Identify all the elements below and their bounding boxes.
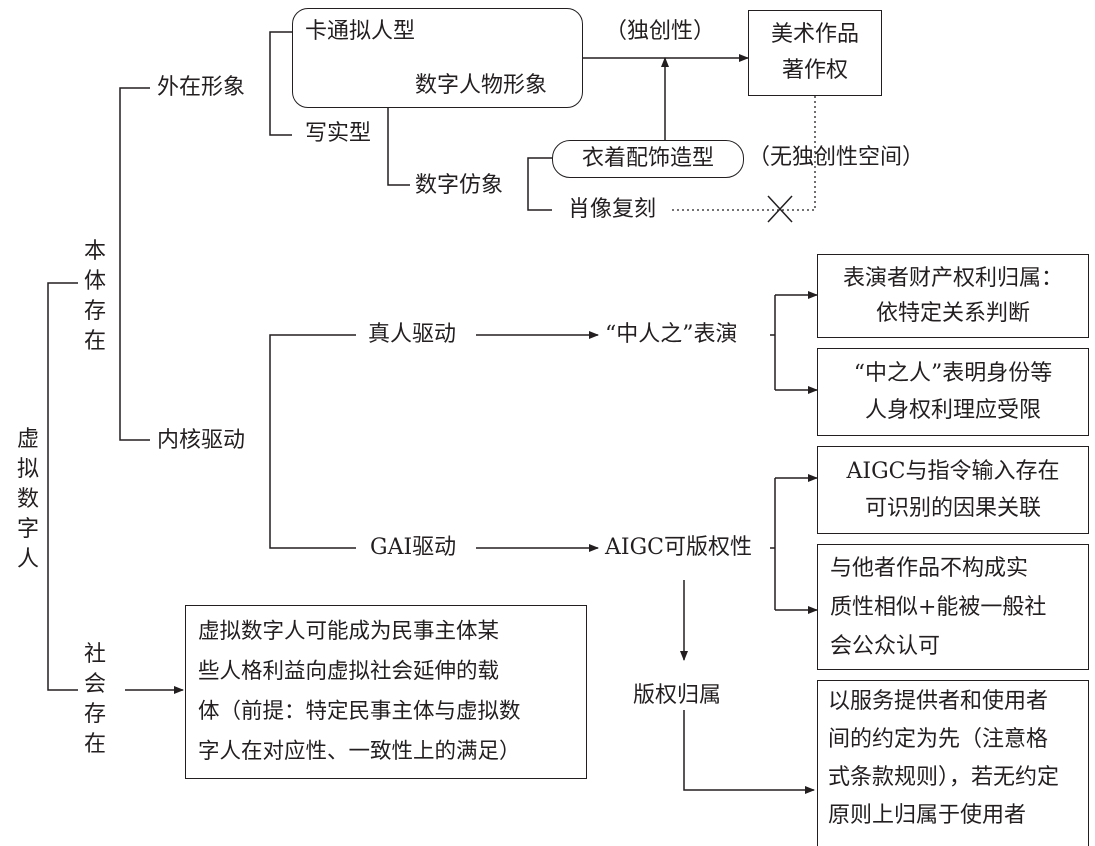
digital-imitation-label: 数字仿象: [415, 173, 504, 198]
ownership-detail-arrow: [683, 710, 815, 794]
ownership-detail-line-2: 间的约定为先（注意格: [828, 727, 1049, 752]
root-label: 虚拟数字人: [16, 427, 39, 572]
aigc-label: AIGC可版权性: [605, 535, 752, 560]
human-drive-label: 真人驱动: [368, 322, 457, 347]
cartoon-label: 卡通拟人型: [305, 19, 416, 44]
social-detail-box: 虚拟数字人可能成为民事主体某 些人格利益向虚拟社会延伸的载 体（前提：特定民事主…: [185, 605, 587, 779]
performer-fork: [770, 295, 776, 390]
social-detail-line-2: 些人格利益向虚拟社会延伸的载: [198, 659, 500, 684]
social-detail-line-4: 字人在对应性、一致性上的满足）: [198, 739, 521, 764]
perf-rights-box-1: 表演者财产权利归属： 依特定关系判断: [817, 254, 1089, 338]
art-copyright-box: 美术作品 著作权: [748, 10, 882, 96]
social-detail-line-3: 体（前提：特定民事主体与虚拟数: [198, 699, 521, 724]
ownership-label: 版权归属: [633, 683, 722, 708]
perf-rights-2-line-1: “中之人”表明身份等: [853, 361, 1053, 386]
clothing-label: 衣着配饰造型: [581, 146, 714, 171]
originality-label: （独创性）: [605, 19, 716, 44]
perf-rights-box-2: “中之人”表明身份等 人身权利理应受限: [817, 348, 1089, 436]
ownership-detail-line-4: 原则上归属于使用者: [828, 803, 1027, 828]
digital-character-label: 数字人物形象: [415, 73, 548, 98]
ownership-detail-box: 以服务提供者和使用者 间的约定为先（注意格 式条款规则），若无约定 原则上归属于…: [817, 680, 1089, 846]
aigc-cond-1-line-2: 可识别的因果关联: [864, 496, 1041, 521]
appearance-label: 外在形象: [157, 75, 246, 100]
aigc-cond-2-line-3: 会公众认可: [830, 634, 941, 659]
cartoon-box: [292, 8, 583, 108]
aigc-cond-2-line-1: 与他者作品不构成实: [830, 556, 1029, 581]
ownership-detail-line-1: 以服务提供者和使用者: [828, 689, 1049, 714]
perf-rights-1-line-2: 依特定关系判断: [875, 301, 1030, 326]
portrait-copy-label: 肖像复刻: [568, 197, 657, 222]
aigc-cond-box-1: AIGC与指令输入存在 可识别的因果关联: [817, 446, 1089, 534]
clothing-bracket: [527, 157, 552, 211]
perf-rights-2-line-2: 人身权利理应受限: [864, 398, 1041, 423]
cross-mark: [767, 195, 793, 223]
social-label: 社会存在: [83, 642, 106, 757]
art-copyright-line-1: 美术作品: [770, 22, 859, 47]
ontology-label: 本体存在: [83, 239, 106, 354]
aigc-cond-1-line-1: AIGC与指令输入存在: [846, 459, 1060, 484]
aigc-cond-box-2: 与他者作品不构成实 质性相似+能被一般社 会公众认可: [817, 544, 1089, 670]
core-drive-bracket: [269, 334, 356, 549]
core-drive-label: 内核驱动: [157, 428, 246, 453]
social-detail-line-1: 虚拟数字人可能成为民事主体某: [198, 619, 500, 644]
art-copyright-line-2: 著作权: [781, 58, 848, 83]
clothing-box: 衣着配饰造型: [552, 140, 744, 178]
ontology-bracket: [119, 87, 150, 441]
aigc-cond-2-line-2: 质性相似+能被一般社: [830, 595, 1047, 620]
no-originality-label: （无独创性空间）: [748, 145, 925, 170]
appearance-bracket: [269, 31, 292, 136]
aigc-fork: [770, 478, 776, 610]
root-bracket: [47, 282, 78, 691]
gai-drive-label: GAI驱动: [370, 535, 457, 560]
perf-rights-1-line-1: 表演者财产权利归属：: [842, 266, 1063, 291]
realistic-label: 写实型: [305, 121, 372, 146]
ownership-detail-line-3: 式条款规则），若无约定: [828, 765, 1060, 790]
performer-label: “中人之”表演: [605, 322, 738, 347]
